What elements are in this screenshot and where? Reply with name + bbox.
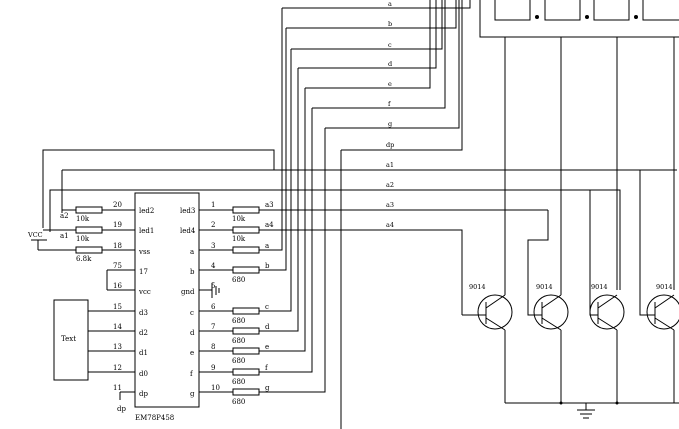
- res-value-680-b: 680: [232, 276, 245, 284]
- pin-num-3: 3: [211, 242, 215, 250]
- res-value-10k-3: 10k: [232, 215, 246, 223]
- res-value-680-e: 680: [232, 357, 245, 365]
- pin-label-a: a: [190, 248, 194, 256]
- pin-label-d2: d2: [139, 329, 148, 337]
- vcc-symbol: VCC: [27, 231, 50, 251]
- bus-label-c: c: [388, 41, 392, 49]
- res-value-680-f: 680: [232, 378, 245, 386]
- pin-num-9: 9: [211, 364, 215, 372]
- text-block: Text: [53, 299, 89, 381]
- pin-label-f: f: [190, 370, 194, 378]
- chip-left-pins: 20 led2 19 led1 18 vss 75 17 16 vcc 15 d…: [88, 201, 154, 413]
- bus-label-f: f: [388, 100, 391, 108]
- net-label-c: c: [265, 303, 269, 311]
- pin-num-6: 6: [211, 303, 216, 311]
- transistor-2: 9014: [527, 210, 569, 403]
- net-label-a1: a1: [60, 232, 69, 240]
- pin-label-e: e: [190, 349, 194, 357]
- vcc-label: VCC: [27, 231, 43, 239]
- bus-label-a: a: [388, 0, 392, 8]
- net-label-b: b: [265, 262, 270, 270]
- bus-label-a3: a3: [386, 201, 394, 209]
- pin-label-17: 17: [139, 268, 148, 276]
- pin-num-4: 4: [211, 262, 216, 270]
- net-label-d: d: [265, 323, 270, 331]
- pin-label-vss: vss: [138, 248, 151, 256]
- pin-num-10: 10: [211, 384, 220, 392]
- bus-label-dp: dp: [386, 141, 394, 149]
- pin-num-7: 7: [211, 323, 215, 331]
- pin-num-11: 11: [113, 384, 122, 392]
- pin-num-15: 15: [113, 303, 122, 311]
- pin-num-75: 75: [113, 262, 122, 270]
- transistor-label-1: 9014: [469, 283, 486, 291]
- pin-label-led2: led2: [139, 207, 154, 215]
- pin-label-d3: d3: [139, 309, 148, 317]
- right-resistors: 10k a3 10k a4 a 680 b 680 c 680 d 680 e …: [232, 8, 342, 429]
- bus-label-a2: a2: [386, 181, 394, 189]
- common-ground: [505, 401, 679, 419]
- pin-num-1: 1: [211, 201, 215, 209]
- pin-label-dp: dp: [139, 390, 148, 398]
- res-value-10k-1: 10k: [76, 215, 90, 223]
- pin-label-c: c: [190, 309, 194, 317]
- left-resistors: a2 10k a1 10k 6.8k: [43, 206, 108, 290]
- net-label-a3: a3: [265, 201, 274, 209]
- pin-num-12: 12: [113, 364, 122, 372]
- net-label-e: e: [265, 343, 269, 351]
- bus-label-b: b: [388, 20, 392, 28]
- chip-right-pins: 1 led3 2 led4 3 a 4 b 5 gnd 6 c 7 d 8 e …: [180, 201, 233, 398]
- chip-em78p458: EM78P458: [134, 192, 200, 422]
- pin-num-14: 14: [113, 323, 122, 331]
- bus-label-e: e: [388, 80, 392, 88]
- pin-label-b: b: [190, 268, 195, 276]
- pin-num-13: 13: [113, 343, 122, 351]
- pin-num-19: 19: [113, 221, 122, 229]
- display-module: [479, 0, 679, 290]
- bus-labels: a b c d e f g dp a1 a2 a3 a4: [386, 0, 394, 229]
- pin-label-led3: led3: [180, 207, 195, 215]
- pin-num-2: 2: [211, 221, 215, 229]
- bus-label-d: d: [388, 60, 392, 68]
- net-label-f: f: [265, 364, 269, 372]
- transistor-1: 9014: [462, 283, 513, 403]
- pin-label-g: g: [190, 390, 195, 398]
- res-value-10k-4: 10k: [232, 235, 246, 243]
- pin-num-16: 16: [113, 282, 122, 290]
- transistor-label-4: 9014: [656, 283, 673, 291]
- transistor-4: 9014: [639, 170, 679, 403]
- net-label-a2: a2: [60, 212, 69, 220]
- dp-wire-label: dp: [117, 405, 126, 413]
- pin-num-20: 20: [113, 201, 122, 209]
- pin-label-led1: led1: [139, 227, 154, 235]
- pin-label-d: d: [190, 329, 195, 337]
- pin-label-d0: d0: [139, 370, 148, 378]
- text-block-label: Text: [61, 335, 76, 343]
- bus-label-a1: a1: [386, 161, 394, 169]
- bus-label-a4: a4: [386, 221, 394, 229]
- res-value-680-d: 680: [232, 337, 245, 345]
- net-label-a: a: [265, 242, 269, 250]
- res-value-680-g: 680: [232, 398, 245, 406]
- left-loops: [42, 149, 275, 232]
- pin-label-gnd: gnd: [181, 288, 195, 296]
- transistor-label-3: 9014: [591, 283, 608, 291]
- bus-label-g: g: [388, 120, 392, 128]
- pin-num-5: 5: [211, 282, 215, 290]
- pin-label-d1: d1: [139, 349, 148, 357]
- transistor-3: 9014: [589, 189, 625, 403]
- net-label-a4: a4: [265, 221, 274, 229]
- pin-num-18: 18: [113, 242, 122, 250]
- res-value-6-8k: 6.8k: [76, 255, 92, 263]
- pin-label-led4: led4: [180, 227, 196, 235]
- transistor-label-2: 9014: [536, 283, 553, 291]
- pin-num-8: 8: [211, 343, 215, 351]
- chip-name: EM78P458: [135, 414, 174, 422]
- res-value-10k-2: 10k: [76, 235, 90, 243]
- net-label-g: g: [265, 384, 270, 392]
- res-value-680-c: 680: [232, 317, 245, 325]
- pin-label-vcc: vcc: [138, 288, 151, 296]
- ground-symbol-chip: [211, 283, 220, 298]
